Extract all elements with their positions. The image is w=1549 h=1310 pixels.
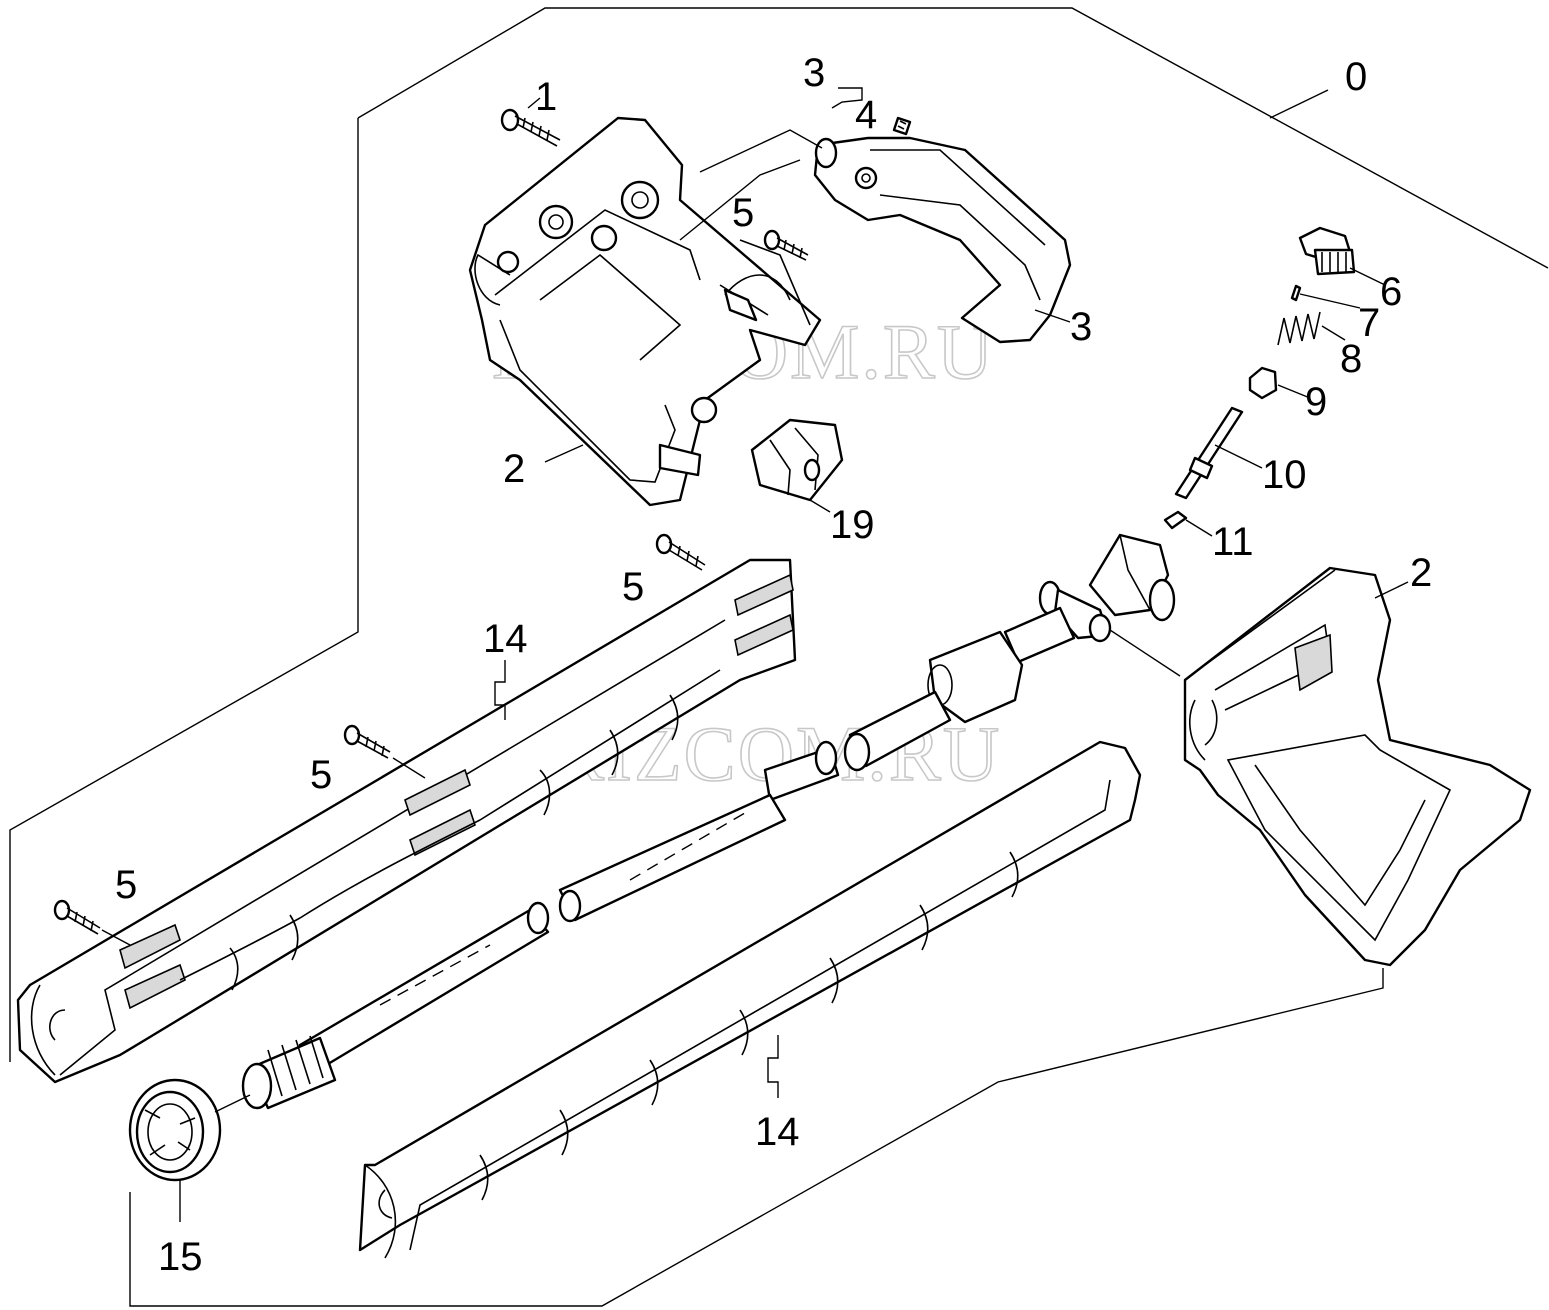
callout-2-lower: 2 [1410, 551, 1432, 595]
callout-15: 15 [158, 1235, 203, 1279]
leader-2-lower [1374, 581, 1409, 599]
part-19-latch [750, 418, 844, 502]
leader-5-shell-bottom [101, 929, 131, 946]
assembly-boundary-bottom [129, 968, 1384, 1307]
part-5-screw-shell-top [655, 533, 706, 571]
callout-1: 1 [535, 75, 557, 119]
callout-5-shell-bottom: 5 [115, 863, 137, 907]
callout-9: 9 [1305, 380, 1327, 424]
leader-bracket-to-cover [679, 159, 801, 241]
callout-6: 6 [1380, 270, 1402, 314]
callout-0: 0 [1345, 55, 1367, 99]
part-15-nut [128, 1078, 222, 1182]
part-1-screw [500, 108, 561, 147]
leader-3-lower [1034, 309, 1071, 323]
part-2-trigger-handle [1183, 566, 1532, 967]
part-14-half-shell-right [358, 740, 1142, 1259]
callout-3-lower: 3 [1070, 305, 1092, 349]
leader-1 [527, 97, 541, 109]
part-2-frame-bracket [468, 116, 822, 507]
leader-19 [809, 499, 831, 513]
part-7-seal [1290, 284, 1302, 302]
callout-8: 8 [1340, 337, 1362, 381]
callout-3-upper: 3 [803, 51, 825, 95]
part-5-screw-shell-bottom [53, 899, 101, 935]
leader-5-shell-middle [392, 757, 426, 779]
callout-5-shell-middle: 5 [310, 753, 332, 797]
lance-tube [241, 606, 1076, 1110]
callout-14-lower: 14 [755, 1110, 800, 1154]
leader-6 [1349, 267, 1386, 286]
leader-9 [1277, 384, 1311, 399]
callout-7: 7 [1358, 301, 1380, 345]
part-11-small-seal [1163, 510, 1188, 530]
part-4-pin [892, 116, 912, 136]
part-14-half-shell-left [16, 558, 797, 1084]
leader-0 [1269, 89, 1329, 119]
part-5-screw-upper [763, 229, 809, 261]
marker-14-lower [767, 1035, 779, 1098]
callout-2-upper: 2 [503, 447, 525, 491]
callout-5-upper: 5 [732, 191, 754, 235]
callout-11: 11 [1212, 520, 1254, 564]
callout-10: 10 [1262, 453, 1307, 497]
callout-14-upper: 14 [483, 617, 528, 661]
leader-8 [1321, 325, 1346, 341]
leader-bracket-to-lance [699, 129, 823, 173]
part-9-valve-seat [1248, 366, 1278, 400]
leader-15-axis [214, 1094, 251, 1113]
bracket-3-4 [831, 87, 863, 109]
callout-5-shell-top: 5 [622, 565, 644, 609]
part-8-spring [1277, 311, 1321, 346]
assembly-boundary [9, 118, 359, 1062]
leader-11 [1185, 519, 1213, 537]
callout-4: 4 [855, 93, 877, 137]
part-6-plug [1298, 226, 1356, 276]
leader-2-upper [544, 444, 584, 463]
part-3-trigger-cover [813, 136, 1072, 344]
leader-valve [1109, 629, 1181, 677]
callout-19: 19 [830, 503, 875, 547]
assembly-boundary-top [357, 7, 1549, 269]
part-10-valve-rod [1174, 406, 1244, 500]
part-5-screw-shell-middle [343, 724, 391, 759]
leader-10 [1214, 444, 1263, 469]
marker-14-upper [494, 660, 506, 720]
leader-7 [1299, 293, 1361, 309]
